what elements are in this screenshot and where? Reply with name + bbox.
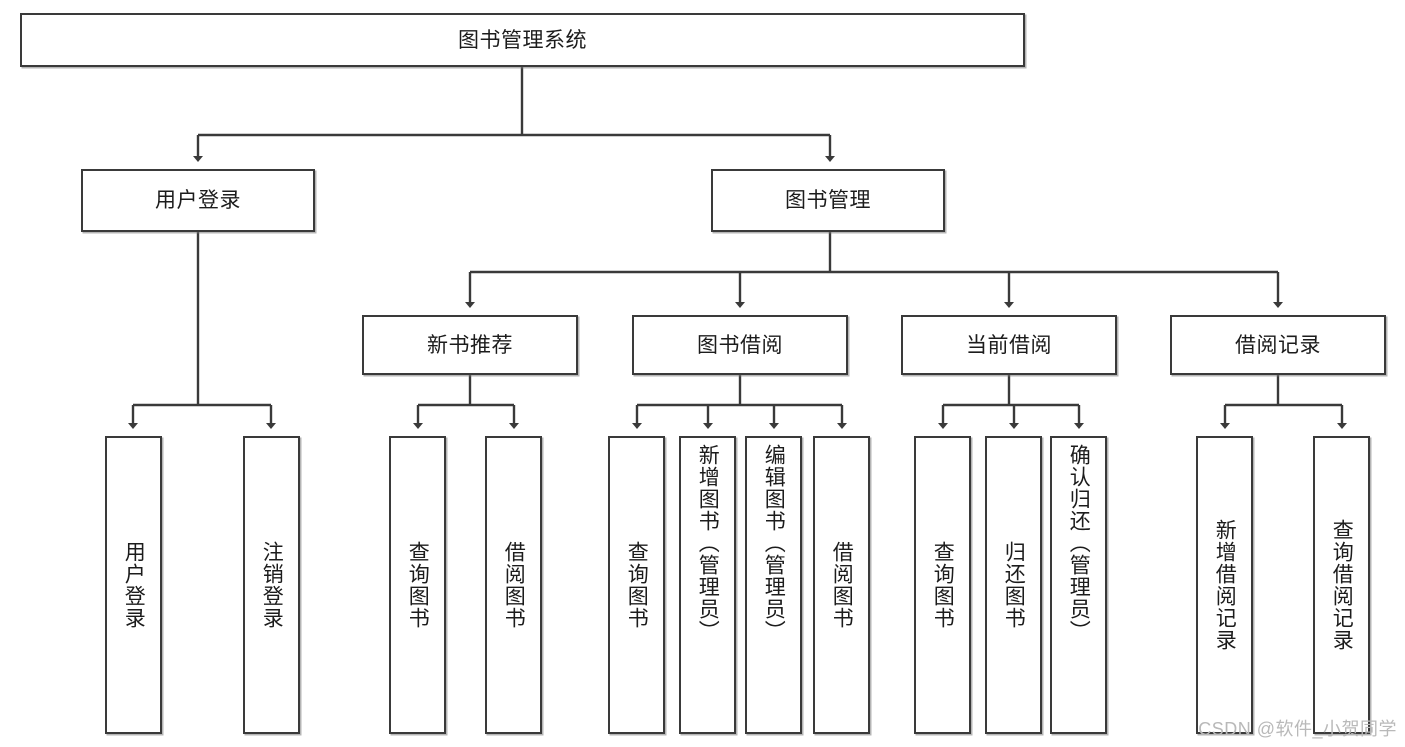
node-label: 当前借阅 (966, 333, 1052, 357)
node-label: 新增借阅记录 (1213, 519, 1237, 651)
node-label: 新增图书（管理员） (696, 444, 720, 642)
node-borrow-record[interactable]: 借阅记录 (1170, 315, 1386, 375)
node-label: 新书推荐 (427, 333, 513, 357)
node-leaf-add-book[interactable]: 新增图书（管理员） (679, 436, 736, 734)
watermark-text: CSDN @软件_小贺同学 (1198, 719, 1397, 739)
node-leaf-edit-book[interactable]: 编辑图书（管理员） (745, 436, 802, 734)
node-user-login[interactable]: 用户登录 (81, 169, 315, 232)
node-label: 归还图书 (1002, 541, 1026, 629)
node-new-book-recommend[interactable]: 新书推荐 (362, 315, 578, 375)
node-label: 借阅图书 (502, 541, 526, 629)
node-leaf-borrow-book-1[interactable]: 借阅图书 (485, 436, 542, 734)
node-label: 注销登录 (260, 541, 284, 629)
node-leaf-return-book[interactable]: 归还图书 (985, 436, 1042, 734)
node-label: 图书管理 (785, 189, 871, 212)
node-label: 图书管理系统 (458, 28, 587, 52)
node-label: 查询借阅记录 (1330, 519, 1354, 651)
node-leaf-add-record[interactable]: 新增借阅记录 (1196, 436, 1253, 734)
node-label: 确认归还（管理员） (1067, 444, 1091, 642)
node-leaf-query-book-2[interactable]: 查询图书 (608, 436, 665, 734)
node-leaf-query-record[interactable]: 查询借阅记录 (1313, 436, 1370, 734)
node-label: 借阅记录 (1235, 333, 1321, 357)
node-leaf-user-logout[interactable]: 注销登录 (243, 436, 300, 734)
node-leaf-confirm-return[interactable]: 确认归还（管理员） (1050, 436, 1107, 734)
node-label: 查询图书 (406, 541, 430, 629)
node-book-manage[interactable]: 图书管理 (711, 169, 945, 232)
node-label: 图书借阅 (697, 333, 783, 357)
node-label: 用户登录 (155, 189, 241, 212)
node-leaf-user-login[interactable]: 用户登录 (105, 436, 162, 734)
node-label: 查询图书 (625, 541, 649, 629)
node-label: 编辑图书（管理员） (762, 444, 786, 642)
node-leaf-borrow-book-2[interactable]: 借阅图书 (813, 436, 870, 734)
node-book-borrow[interactable]: 图书借阅 (632, 315, 848, 375)
node-label: 查询图书 (931, 541, 955, 629)
node-label: 用户登录 (122, 541, 146, 629)
node-current-borrow[interactable]: 当前借阅 (901, 315, 1117, 375)
node-root-system[interactable]: 图书管理系统 (20, 13, 1025, 67)
node-leaf-query-book-1[interactable]: 查询图书 (389, 436, 446, 734)
node-leaf-query-book-3[interactable]: 查询图书 (914, 436, 971, 734)
node-label: 借阅图书 (830, 541, 854, 629)
